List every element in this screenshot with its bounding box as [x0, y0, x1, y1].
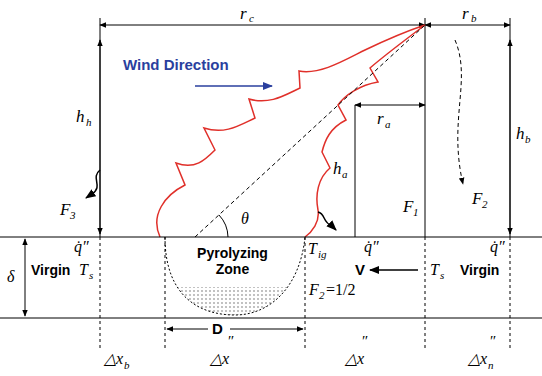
zone-boundary [165, 237, 305, 315]
subscript: b [124, 360, 130, 371]
ha-dimension [355, 105, 356, 237]
subscript: s [440, 270, 444, 281]
right-vertical [510, 18, 511, 237]
f1-radiation-arrow [318, 212, 336, 230]
rb-dimension [425, 25, 510, 26]
prime-mark: ″ [228, 334, 234, 349]
temperature: T [430, 262, 439, 278]
subscript: h [86, 117, 92, 128]
dimension-symbol: D [212, 321, 223, 336]
cell-width: △x [104, 351, 123, 367]
heat-flux: q̇″ [490, 239, 505, 255]
view-factor: F [472, 190, 482, 207]
subscript: n [488, 360, 494, 371]
zone-fill [165, 287, 305, 315]
subscript: c [249, 13, 254, 24]
subscript: 1 [413, 207, 419, 218]
surface-line [0, 237, 542, 238]
left-vertical [100, 18, 101, 237]
wind-label: Wind Direction [123, 57, 229, 72]
view-factor-value: =1/2 [326, 282, 355, 298]
subscript: a [342, 169, 348, 180]
prime-mark: ″ [490, 334, 496, 349]
subscript: 3 [70, 210, 76, 221]
subscript: s [89, 270, 93, 281]
velocity-arrow [370, 269, 418, 271]
subscript: ig [318, 249, 327, 260]
view-factor: F [60, 201, 70, 218]
zone-label: Pyrolyzing Zone [183, 237, 283, 277]
view-factor: F [403, 198, 413, 215]
mid-vertical [425, 18, 426, 237]
d-dimension-left [167, 329, 208, 330]
temperature: T [308, 241, 317, 257]
subscript: b [525, 134, 531, 145]
heat-flux: q̇″ [74, 239, 89, 255]
rc-dimension [100, 25, 425, 26]
subscript: a [385, 119, 391, 130]
ra-dimension [355, 105, 425, 106]
heat-flux: q̇″ [364, 239, 379, 255]
cell-width: △x [468, 351, 487, 367]
temperature: T [79, 262, 88, 278]
subscript: 2 [482, 199, 488, 210]
f2-radiation-arrow [455, 40, 463, 184]
d-dimension-right [230, 329, 303, 330]
thickness-symbol: δ [7, 269, 14, 285]
cell-lines [100, 237, 510, 348]
subscript: 2 [319, 290, 325, 301]
theta-arc [219, 215, 228, 237]
flame-angle-line [195, 25, 425, 237]
region-label: Virgin [460, 263, 499, 277]
hb-dimension [510, 40, 511, 234]
thickness-dimension [25, 239, 26, 316]
view-factor: F [309, 282, 319, 298]
dimension-symbol: h [333, 160, 342, 177]
cell-width: △x [210, 351, 229, 367]
velocity-symbol: V [355, 262, 365, 277]
wind-arrow [195, 85, 272, 87]
region-label: Virgin [31, 263, 70, 277]
hh-dimension [100, 40, 101, 234]
dimension-symbol: r [462, 5, 469, 22]
angle-symbol: θ [241, 211, 249, 227]
prime-mark: ″ [362, 334, 368, 349]
dimension-symbol: r [240, 5, 247, 22]
bottom-line [0, 318, 542, 319]
dimension-symbol: h [76, 108, 85, 125]
dimension-symbol: r [377, 110, 384, 127]
dimension-symbol: h [516, 125, 525, 142]
subscript: b [471, 13, 477, 24]
f3-radiation-arrow [86, 170, 100, 198]
pyrolyzing-zone: Pyrolyzing Zone [160, 237, 305, 318]
cell-width: △x [345, 351, 364, 367]
